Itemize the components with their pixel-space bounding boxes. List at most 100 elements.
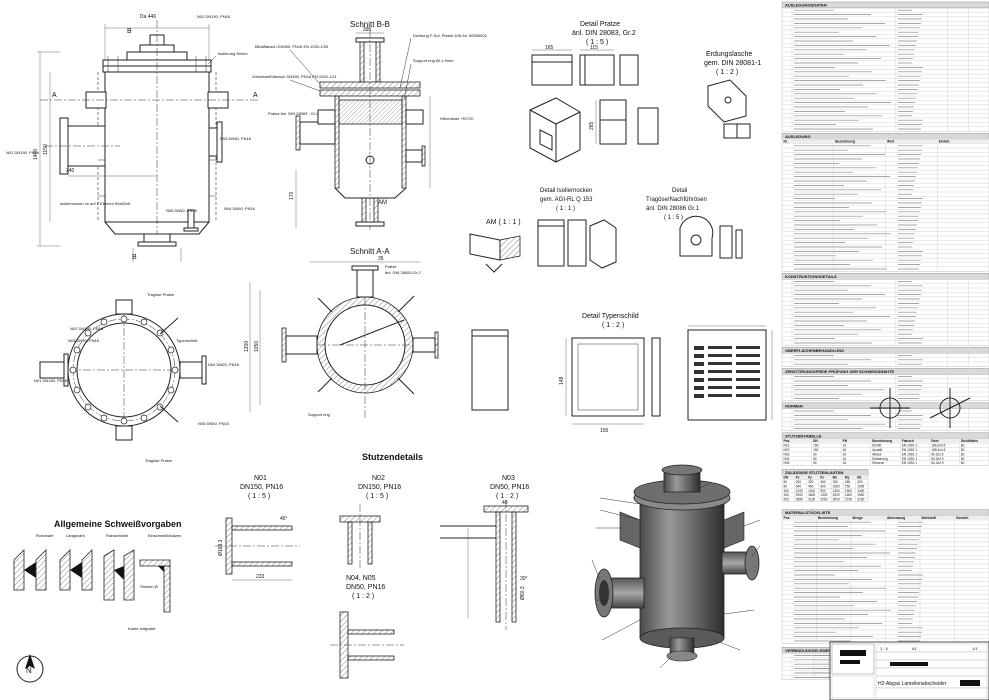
nozzle-n04-label: N04 DN50, PN16: [224, 206, 256, 211]
table-cell: 50: [813, 461, 817, 465]
table-title: NORMEN: [785, 403, 803, 408]
table-header-cell: Bezeichnung: [818, 516, 838, 520]
insulation-detail-norm: gem. AGI-RL Q 153: [540, 197, 593, 203]
top-lug-label: Tragöse Pratze: [147, 292, 175, 297]
pratze-norm: änl. DIN 28083, Gr.2: [572, 30, 636, 37]
table-header-cell: Fy: [808, 476, 812, 480]
table-header-cell: Menge: [853, 516, 863, 520]
detail-pratze-view: Detail Pratze änl. DIN 28083, Gr.2 ( 1 :…: [529, 21, 659, 163]
earthing-norm: gem. DIN 28081-1: [704, 60, 761, 67]
n03-dim-angle: 30°: [520, 576, 528, 582]
table-cell: 1330: [820, 493, 827, 497]
nozzle-details-heading: Stutzendetails: [362, 452, 423, 462]
table-header-cell: Dichtfläche: [961, 439, 978, 443]
table-cell: B1: [961, 444, 965, 448]
front-elevation-view: Da 446 B B A A 1400 1150 240 Isolierung …: [6, 14, 260, 262]
table-cell: N05: [784, 461, 790, 465]
n04-tag: N04, N05: [346, 575, 376, 582]
table-header-cell: Rohr: [931, 439, 939, 443]
table-title: MATERIALSTÜCKLISTE: [785, 510, 831, 515]
table-header-cell: Fx: [796, 476, 800, 480]
aa-support-ring-label: Support ring: [308, 412, 330, 417]
n04-size: DN50, PN16: [346, 584, 385, 591]
table-cell: 50: [813, 457, 817, 461]
table-cell: N03: [784, 452, 790, 456]
table-header-cell: Mx: [833, 476, 838, 480]
table-cell: 2890: [796, 498, 803, 502]
pratze-title: Detail Pratze: [580, 21, 620, 28]
nozzle-n04-detail: N04, N05 DN50, PN16 ( 1 : 2 ): [330, 575, 404, 679]
nameplate-scale: ( 1 : 2 ): [602, 322, 624, 329]
table-cell: B1: [961, 457, 965, 461]
table-cell: Ablauf: [872, 452, 881, 456]
top-n02-label: N02 DN150, PN16: [70, 326, 104, 331]
table-cell: 150: [784, 493, 790, 497]
table-cell: 16: [843, 457, 847, 461]
table-cell: 168.3x4.5: [931, 448, 945, 452]
table-cell: 330: [796, 480, 802, 484]
table-title: VERBINDUNGSELEMENTE: [785, 648, 837, 653]
table-header-cell: Einheit: [939, 140, 951, 144]
table-cell: 50: [784, 480, 788, 484]
table-cell: 1005: [857, 484, 864, 488]
earthing-title: Erdungslasche: [706, 51, 752, 58]
table-header-cell: Fz: [820, 476, 824, 480]
section-aa-title: Schnitt A-A: [350, 247, 390, 256]
section-marker-b-right: B: [132, 254, 137, 261]
table-cell: 16: [843, 444, 847, 448]
gasket-label: Dichtung F-Sol, Plastic DIN-Nr. 90009001: [413, 33, 488, 38]
insulation-detail-scale: ( 1 : 1 ): [556, 206, 575, 212]
earthing-scale: ( 1 : 2 ): [716, 69, 738, 76]
table-title: ZERSTÖRUNGSFREIE PRÜFUNG DER SCHWEISSNÄH…: [785, 369, 894, 374]
n03-size: DN50, PN16: [490, 484, 529, 491]
n01-tag: N01: [254, 475, 267, 482]
pratze-dim-265: 265: [589, 121, 595, 130]
weld-spec-title: Allgemeine Schweißvorgaben: [54, 519, 182, 529]
drawing-scale: 1 : 5: [880, 646, 889, 651]
deburred-edge-label: Kante entgratet: [128, 626, 156, 631]
table-cell: 150: [813, 448, 819, 452]
insulation-detail-title: Detail Isoliernocken: [540, 188, 592, 194]
table-cell: EN 1092-1: [902, 452, 917, 456]
nameplate-title: Detail Typenschild: [582, 313, 639, 320]
table-cell: 320: [808, 480, 814, 484]
svg-text:N: N: [26, 666, 32, 675]
table-header-cell: Pos.: [784, 439, 791, 443]
table-cell: 16: [843, 461, 847, 465]
earthing-lug-view: Erdungslasche gem. DIN 28081-1 ( 1 : 2 ): [704, 51, 761, 139]
n02-tag: N02: [372, 475, 385, 482]
elevation-label: Höhenkote +R/720: [440, 116, 474, 121]
dim-da: Da 446: [140, 14, 156, 20]
dim-aa-35: 35: [378, 256, 384, 262]
table-header-cell: DN: [784, 476, 789, 480]
section-marker-a-right: A: [253, 92, 258, 99]
weld-type-flange: Flanschnaht: [106, 533, 129, 538]
pratze-scale: ( 1 : 5 ): [586, 39, 608, 46]
table-cell: N02: [784, 448, 790, 452]
detail-lifting-lug-view: Detail Tragöse/Nachführösen änl. DIN 280…: [646, 188, 743, 259]
top-n05-label: N05 DN50, PN16: [198, 421, 230, 426]
table-header-cell: Wert: [887, 140, 895, 144]
table-surface: OBERFLÄCHENBEHANDLUNG: [781, 347, 989, 367]
table-cell: 60.3x2.9: [931, 452, 943, 456]
nozzle-n05-label: N05 DN50, PN16: [166, 208, 198, 213]
table-cell: 1400: [857, 489, 864, 493]
section-bb-title: Schnitt B-B: [350, 20, 390, 29]
table-cell: EN 1092-1: [902, 448, 917, 452]
nameplate-dim-height: 148: [559, 376, 565, 385]
table-cell: Entleerung: [872, 457, 888, 461]
section-a-a-view: Schnitt A-A 1200 1050 35 Pratze änl. DIN…: [244, 247, 440, 420]
table-cell: 900: [820, 489, 826, 493]
table-construction: KONSTRUKTIONSDETAILS: [781, 273, 989, 346]
table-cell: EN 1092-1: [902, 457, 917, 461]
n03-tag: N03: [502, 475, 515, 482]
drawing-sheet: 1/1: [972, 646, 978, 651]
dim-nozzle-offset: 240: [66, 168, 75, 174]
n01-dim-od: Ø168.3: [218, 539, 224, 556]
table-header-cell: Flansch: [902, 439, 914, 443]
dim-bb-width: 395: [363, 27, 372, 33]
weld-type-long: Längsnaht: [66, 533, 86, 538]
table-cell: EN 1092-1: [902, 461, 917, 465]
